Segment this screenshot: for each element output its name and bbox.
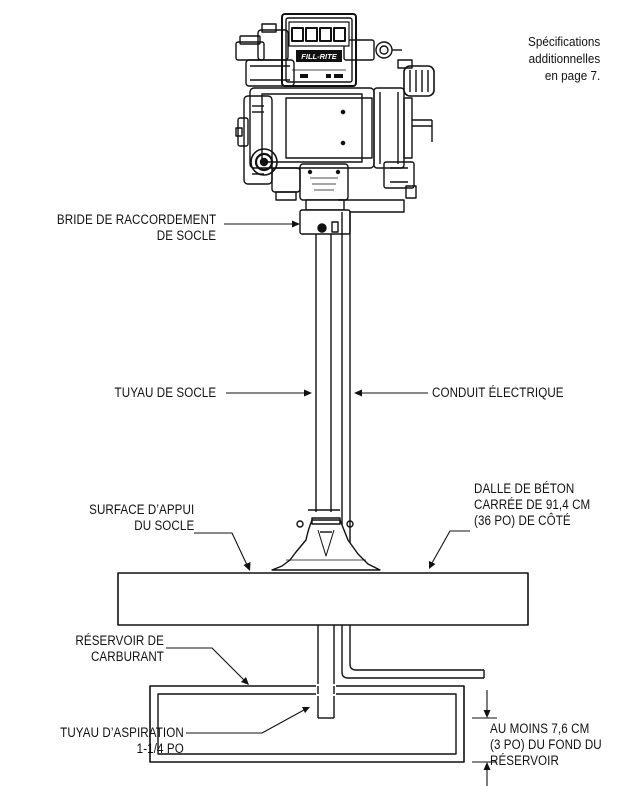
pedestal-base [271,517,381,571]
pedestal-pipe-label-line-1: TUYAU DE SOCLE [114,385,216,400]
fuel-tank-label: RÉSERVOIR DE CARBURANT [75,633,164,665]
pedestal-pipe [308,234,340,512]
pump-assembly: FILL-RITE [235,13,435,201]
slab-label-line-1: DALLE DE BÉTON [474,481,575,496]
tank-label-line-2: CARBURANT [90,649,164,664]
pedestal-pipe-label: TUYAU DE SOCLE [114,385,216,401]
note-line-2: additionnelles [528,51,600,66]
note-line-3: en page 7. [544,68,600,83]
underground-conduit [341,625,485,679]
concrete-slab [117,572,529,626]
slab-label-line-3: (36 PO) DE CÔTÉ [474,513,571,528]
base-surface-label-line-2: DU SOCLE [133,518,194,533]
flange-label-line-1: BRIDE DE RACCORDEMENT [56,212,216,227]
conduit-label-line-1: CONDUIT ÉLECTRIQUE [432,385,564,400]
flange-label-line-2: DE SOCLE [156,228,216,243]
suction-pipe-label: TUYAU D’ASPIRATION 1-1/4 PO [60,725,184,757]
suction-label-line-1: TUYAU D’ASPIRATION [60,725,184,740]
note-line-1: Spécifications [527,34,600,49]
callout-leaders [166,220,497,786]
mounting-flange [299,199,351,235]
clearance-label: AU MOINS 7,6 CM (3 PO) DU FOND DU RÉSERV… [490,721,602,769]
clearance-label-line-2: (3 PO) DU FOND DU [490,737,602,752]
flow-meter: FILL-RITE [281,13,357,87]
slab-label-line-2: CARRÉE DE 91,4 CM [474,497,591,512]
concrete-slab-label: DALLE DE BÉTON CARRÉE DE 91,4 CM (36 PO)… [474,481,590,529]
base-surface-label-line-1: SURFACE D’APPUI [88,502,194,517]
clearance-label-line-3: RÉSERVOIR [490,753,559,768]
fuel-tank [149,684,465,763]
clearance-label-line-1: AU MOINS 7,6 CM [490,721,590,736]
suction-pipe [317,625,335,719]
tank-label-line-1: RÉSERVOIR DE [75,633,164,648]
meter-brand-text: FILL-RITE [301,52,337,61]
suction-label-line-2: 1-1/4 PO [136,741,184,756]
additional-specs-note: Spécifications additionnelles en page 7. [528,33,600,84]
flange-label: BRIDE DE RACCORDEMENT DE SOCLE [57,212,216,244]
base-surface-label: SURFACE D’APPUI DU SOCLE [89,502,194,534]
conduit-label: CONDUIT ÉLECTRIQUE [432,385,564,401]
electrical-conduit [338,199,405,546]
